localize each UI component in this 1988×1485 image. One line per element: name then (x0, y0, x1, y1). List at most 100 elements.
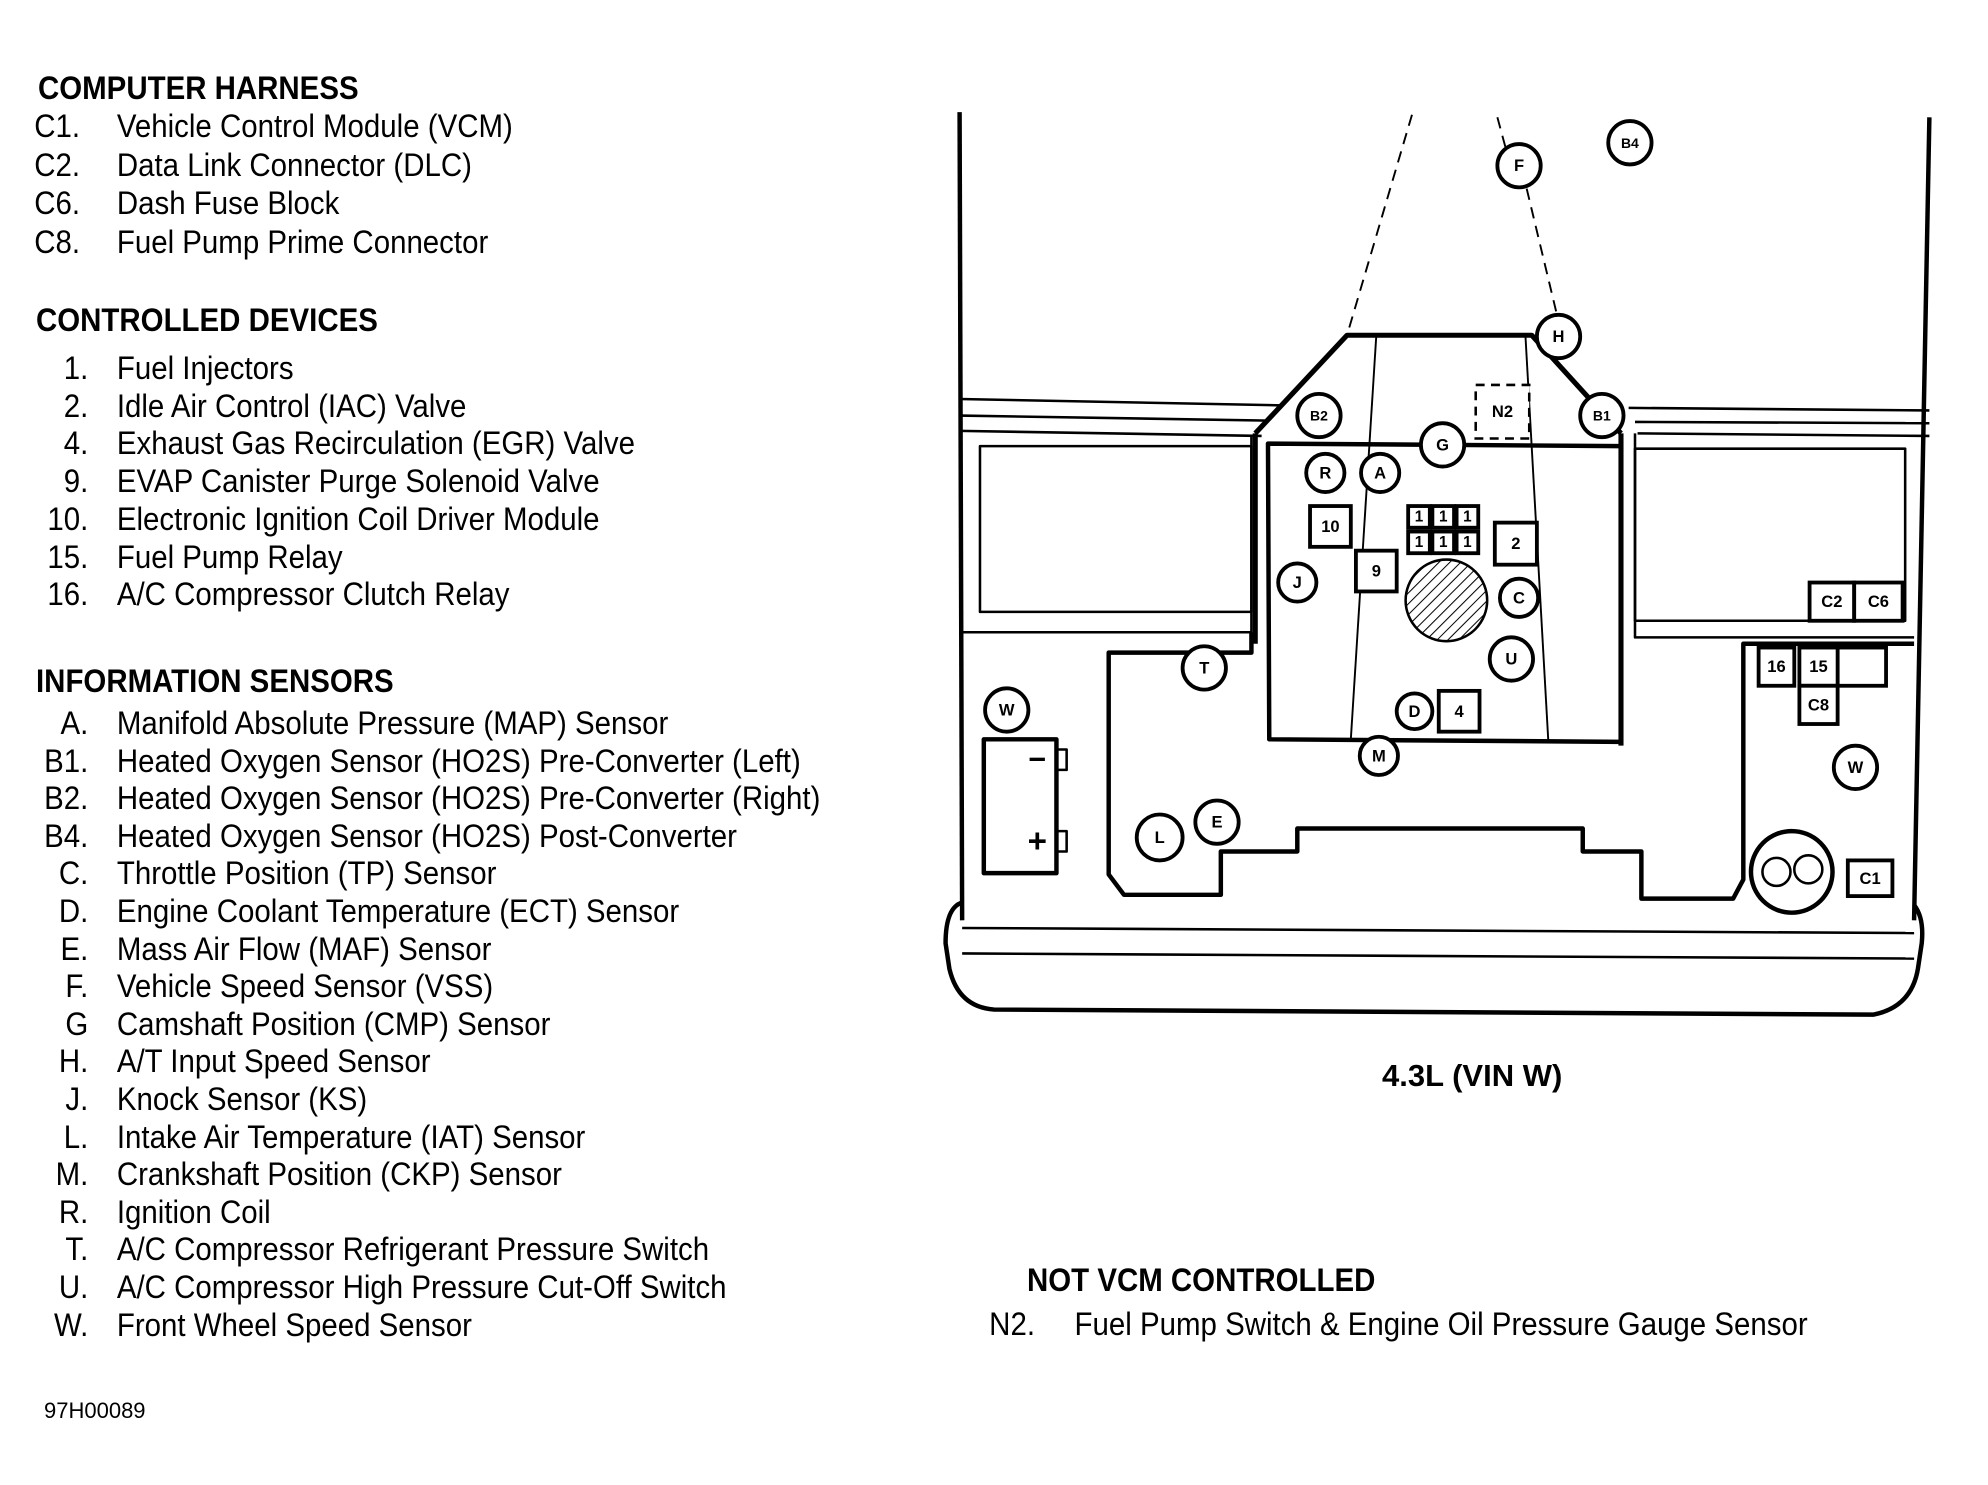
battery (981, 737, 1059, 876)
marker-label: W (1848, 758, 1864, 777)
legend-item-code: C2. (34, 146, 81, 183)
battery-negative-symbol: − (1028, 743, 1046, 777)
throttle-body-hatched (1404, 558, 1489, 643)
legend-item-code: 16. (47, 576, 89, 613)
legend-item-label: Idle Air Control (IAC) Valve (116, 387, 467, 424)
legend-item-label: Fuel Pump Switch & Engine Oil Pressure G… (1074, 1306, 1808, 1342)
marker-label: C1 (1860, 869, 1881, 888)
marker-label: M (1372, 746, 1386, 765)
legend-item-code: B2. (44, 780, 89, 817)
legend-item-code: N2. (989, 1306, 1035, 1342)
legend-item-code: 1. (63, 350, 89, 386)
marker-label: 4 (1455, 702, 1465, 721)
legend-item-code: 4. (63, 425, 89, 462)
legend-item-code: U. (58, 1269, 89, 1305)
relay-empty-slot (1835, 645, 1888, 688)
marker-circle-j: J (1276, 561, 1319, 604)
battery-terminal-neg (1055, 748, 1068, 772)
engine-inner-left (1349, 335, 1378, 740)
legend-item-label: Heated Oxygen Sensor (HO2S) Post-Convert… (116, 817, 737, 854)
marker-label: 1 (1463, 508, 1472, 525)
legend-item-label: Heated Oxygen Sensor (HO2S) Pre-Converte… (116, 742, 801, 779)
marker-box-10: 10 (1308, 504, 1353, 549)
exhaust-dashed-right-lower (1525, 188, 1559, 317)
marker-box-15: 15 (1797, 645, 1840, 688)
marker-label: 15 (1809, 657, 1827, 676)
marker-circle-r: R (1304, 451, 1347, 494)
vcm-round-housing (1748, 828, 1835, 915)
exhaust-dashed-left (1346, 114, 1413, 336)
legend-item-label: Camshaft Position (CMP) Sensor (116, 1005, 551, 1042)
marker-box-c2: C2 (1807, 580, 1857, 623)
legend-item-code: 9. (63, 463, 89, 500)
legend-item-label: Intake Air Temperature (IAT) Sensor (116, 1118, 586, 1155)
section-title-information-sensors: INFORMATION SENSORS (36, 663, 394, 699)
legend-item-label: EVAP Canister Purge Solenoid Valve (116, 463, 600, 500)
marker-label: 10 (1321, 517, 1339, 536)
marker-box-1: 1 (1406, 529, 1432, 556)
firewall-line-right-1 (1628, 406, 1930, 412)
marker-box-9: 9 (1354, 548, 1399, 594)
legend-item-label: Heated Oxygen Sensor (HO2S) Pre-Converte… (116, 780, 821, 817)
legend-item-code: 10. (47, 500, 89, 537)
legend-item-label: Manifold Absolute Pressure (MAP) Sensor (116, 705, 669, 741)
marker-label: C6 (1868, 592, 1889, 611)
marker-box-1: 1 (1454, 504, 1481, 530)
legend-item-code: E. (60, 930, 89, 967)
front-bumper (943, 900, 1925, 1017)
marker-label: 1 (1415, 508, 1424, 525)
legend-item-label: Fuel Pump Relay (116, 538, 343, 575)
marker-box-1: 1 (1406, 504, 1432, 530)
section-title-computer-harness: COMPUTER HARNESS (38, 70, 359, 106)
legend-item-label: Data Link Connector (DLC) (116, 146, 472, 183)
marker-circle-a: A (1359, 451, 1402, 494)
marker-box-n2: N2 (1474, 383, 1531, 440)
marker-box-c8: C8 (1797, 683, 1840, 726)
marker-circle-m: M (1357, 734, 1400, 777)
marker-box-c6: C6 (1852, 580, 1905, 623)
firewall-line-left-2 (959, 414, 1270, 422)
left-fender-panel (978, 444, 1253, 614)
legend-item-label: Vehicle Control Module (VCM) (116, 108, 513, 144)
marker-label: J (1293, 573, 1302, 592)
legend-item-label: A/T Input Speed Sensor (116, 1043, 431, 1080)
marker-box-1: 1 (1430, 529, 1456, 556)
marker-label: W (999, 700, 1015, 719)
marker-box-2: 2 (1492, 520, 1539, 567)
marker-circle-l: L (1134, 812, 1185, 863)
marker-circle-e: E (1193, 798, 1241, 846)
legend-item-code: 15. (47, 538, 89, 575)
marker-label: H (1553, 327, 1565, 346)
legend-item-code: F. (65, 968, 89, 1005)
legend-item-code: A. (60, 705, 89, 741)
legend-item-code: L. (63, 1118, 89, 1155)
legend-item-label: Ignition Coil (116, 1193, 271, 1230)
marker-box-1: 1 (1430, 504, 1456, 530)
marker-label: G (1436, 435, 1449, 454)
chassis-outline (1106, 632, 1915, 901)
right-fender-outline (1633, 433, 1915, 639)
legend-item-code: 2. (63, 387, 89, 424)
firewall-line-left-1 (959, 397, 1281, 407)
marker-circle-c: C (1498, 576, 1541, 619)
legend-item-label: Fuel Injectors (116, 350, 294, 386)
legend-item-label: Engine Coolant Temperature (ECT) Sensor (116, 893, 680, 929)
firewall-line-right-2 (1634, 420, 1930, 425)
marker-label: U (1505, 650, 1517, 669)
exhaust-dashed-right-upper (1496, 117, 1508, 151)
battery-terminal-pos (1055, 829, 1068, 853)
marker-label: A (1374, 463, 1386, 482)
marker-box-16: 16 (1756, 645, 1797, 688)
marker-label: 16 (1767, 657, 1785, 676)
marker-label: 1 (1439, 508, 1448, 525)
marker-label: N2 (1492, 402, 1513, 421)
marker-circle-w: W (983, 686, 1031, 734)
marker-circle-b1: B1 (1578, 391, 1626, 440)
legend-item-label: Exhaust Gas Recirculation (EGR) Valve (116, 425, 635, 462)
marker-label: B2 (1310, 408, 1328, 424)
bumper-inner-top (962, 926, 1915, 935)
marker-circle-g: G (1418, 421, 1467, 469)
legend-item-label: Throttle Position (TP) Sensor (116, 855, 497, 892)
marker-label: C8 (1808, 695, 1829, 714)
marker-label: C (1513, 588, 1525, 607)
